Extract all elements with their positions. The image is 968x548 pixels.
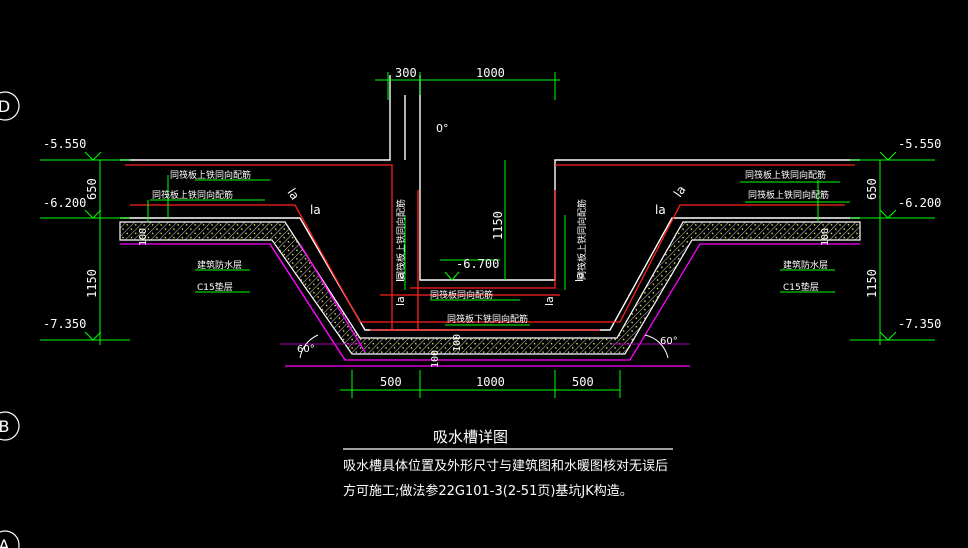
label-cushion-right: C15垫层 — [783, 281, 819, 293]
grid-label-b: B — [0, 417, 9, 436]
label-la-right-1: la — [655, 203, 666, 217]
label-rebar-vert-right: 同筏板上铁同向配筋 — [576, 199, 588, 280]
elevation-top-right: -5.550 — [879, 137, 941, 161]
drawing-title: 吸水槽详图 — [433, 428, 508, 446]
label-rebar-top: 同筏板上铁同向配筋 — [170, 169, 251, 181]
label-rebar-mid-left: 同筏板上铁同向配筋 — [152, 189, 233, 201]
dim-left-650: 650 — [85, 178, 99, 200]
label-waterproof-right: 建筑防水层 — [783, 259, 828, 271]
svg-text:-7.350: -7.350 — [898, 317, 941, 331]
svg-text:-6.200: -6.200 — [43, 196, 86, 210]
label-angle-0: 0° — [436, 122, 449, 135]
elevation-mid-right: -6.200 — [879, 196, 941, 219]
label-la-v2: la — [394, 296, 407, 306]
dimension-lines — [40, 72, 935, 398]
elevation-mid-left: -6.200 — [43, 196, 102, 219]
elevation-top-left: -5.550 — [43, 137, 102, 161]
dim-right-1150: 1150 — [865, 269, 879, 298]
angle-arc-right — [644, 334, 669, 359]
label-la-v4: la — [543, 296, 556, 306]
dim-thk-bottom-b: 100 — [452, 334, 463, 352]
elevation-bottom-left: -7.350 — [43, 317, 102, 341]
label-cushion-left: C15垫层 — [197, 281, 233, 293]
label-la-v3: la — [573, 272, 586, 282]
label-rebar-top-right: 同筏板上铁同向配筋 — [745, 169, 826, 181]
note-line-2: 方可施工;做法参22G101-3(2-51页)基坑JK构造。 — [343, 483, 633, 499]
label-rebar-bottom-top: 同筏板同向配筋 — [430, 289, 493, 301]
label-la-left-1: la — [310, 203, 321, 217]
elevation-inner: -6.700 — [444, 257, 499, 281]
svg-text:-5.550: -5.550 — [898, 137, 941, 151]
label-rebar-vert-left: 同筏板上铁同向配筋 — [395, 199, 407, 280]
cushion-line — [120, 243, 860, 367]
dim-thk-left: 100 — [138, 228, 149, 246]
concrete-section — [119, 221, 861, 355]
svg-text:-7.350: -7.350 — [43, 317, 86, 331]
label-rebar-bottom-low: 同筏板下铁同向配筋 — [447, 313, 528, 325]
dim-thk-right: 100 — [820, 228, 831, 246]
elevation-bottom-right: -7.350 — [879, 317, 941, 341]
label-angle-left: 60° — [297, 344, 315, 355]
grid-label-d: D — [0, 97, 10, 116]
grid-label-a: A — [0, 536, 10, 548]
dim-bottom-left: 500 — [380, 375, 402, 389]
label-angle-right: 60° — [660, 336, 678, 347]
grid-bubble-d: D — [0, 91, 20, 121]
dim-bottom-right: 500 — [572, 375, 594, 389]
dim-top-center: 1000 — [476, 66, 505, 80]
grid-bubble-a: A — [0, 530, 20, 548]
label-la-v1: la — [394, 272, 407, 282]
dim-top-left: 300 — [395, 66, 417, 80]
svg-text:-5.550: -5.550 — [43, 137, 86, 151]
angle-arc-left — [299, 334, 319, 359]
rebar-lines — [125, 164, 855, 331]
label-la-left-2: la — [285, 186, 303, 203]
svg-text:-6.700: -6.700 — [456, 257, 499, 271]
label-rebar-mid-right: 同筏板上铁同向配筋 — [748, 189, 829, 201]
svg-text:-6.200: -6.200 — [898, 196, 941, 210]
dim-left-1150: 1150 — [85, 269, 99, 298]
dim-center-1150: 1150 — [491, 211, 505, 240]
dim-thk-bottom-a: 100 — [430, 350, 441, 368]
label-la-right-2: la — [671, 183, 689, 200]
note-line-1: 吸水槽具体位置及外形尺寸与建筑图和水暖图核对无误后 — [343, 458, 668, 474]
dim-right-650: 650 — [865, 178, 879, 200]
label-waterproof-left: 建筑防水层 — [197, 259, 242, 271]
dim-bottom-center: 1000 — [476, 375, 505, 389]
grid-bubble-b: B — [0, 411, 20, 441]
